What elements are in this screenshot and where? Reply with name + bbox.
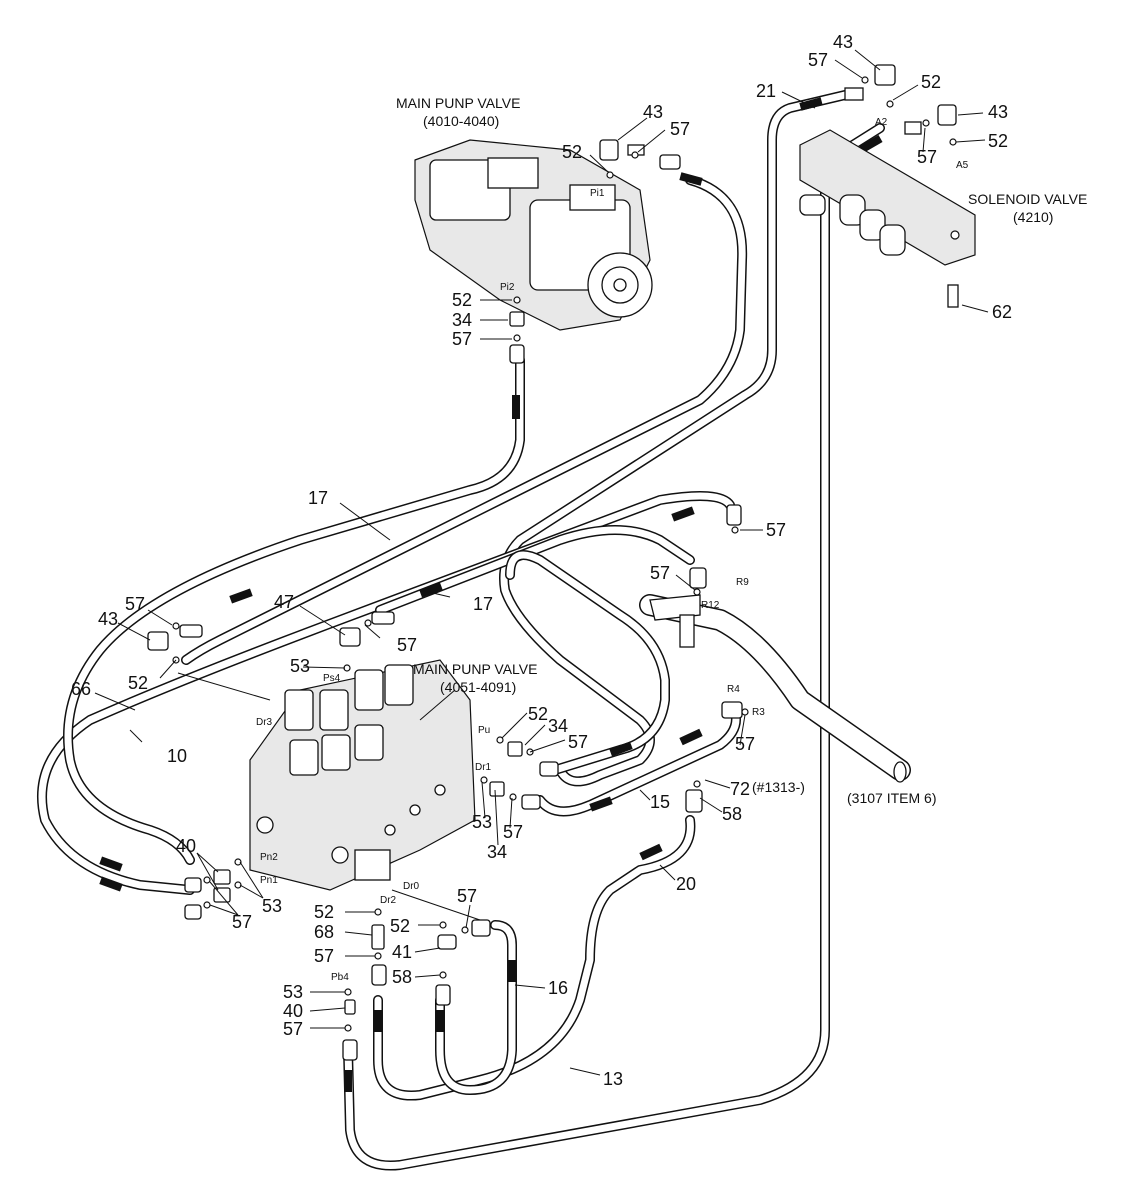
port-pi2: Pi2 [500, 282, 515, 293]
title-pump-mid: MAIN PUNP VALVE [413, 661, 537, 677]
port-pb4: Pb4 [331, 972, 349, 983]
callout-57-e: 57 [766, 520, 786, 540]
title-pump-top: MAIN PUNP VALVE [396, 95, 520, 111]
callout-66: 66 [71, 679, 91, 699]
callout-53-b: 53 [472, 812, 492, 832]
port-r12: R12 [701, 600, 720, 611]
callout-57-g: 57 [397, 635, 417, 655]
callout-72: 72 [730, 779, 750, 799]
callout-40-b: 40 [283, 1001, 303, 1021]
port-pi1: Pi1 [590, 188, 605, 199]
callout-52-g: 52 [528, 704, 548, 724]
port-labels: Pi1 Pi2 A2 A5 R9 R12 R4 R3 Ps4 Dr3 Pu Dr… [256, 117, 969, 983]
callout-58-b: 58 [392, 967, 412, 987]
callout-57-d: 57 [452, 329, 472, 349]
hose-13 [499, 90, 850, 787]
callout-52-b: 52 [988, 131, 1008, 151]
hose-10 [63, 355, 525, 865]
callout-43-a: 43 [833, 32, 853, 52]
callout-47: 47 [274, 592, 294, 612]
callout-52-h: 52 [314, 902, 334, 922]
hose-66 [37, 491, 735, 895]
return-pipe [639, 594, 911, 783]
callout-52-d: 52 [562, 142, 582, 162]
callout-40-a: 40 [176, 836, 196, 856]
port-a2: A2 [875, 117, 888, 128]
port-dr2: Dr2 [380, 895, 397, 906]
callout-52-i: 52 [390, 916, 410, 936]
callout-57-j: 57 [503, 822, 523, 842]
callout-53-a: 53 [290, 656, 310, 676]
hose-15 [535, 707, 741, 817]
return-manifold [649, 594, 701, 648]
hose-17-lower [375, 525, 695, 615]
callout-57-c: 57 [670, 119, 690, 139]
main-pump-top [414, 139, 653, 331]
callout-10: 10 [167, 746, 187, 766]
port-dr3: Dr3 [256, 717, 273, 728]
callout-13: 13 [603, 1069, 623, 1089]
callout-17-b: 17 [473, 594, 493, 614]
callout-16: 16 [548, 978, 568, 998]
leader-lines [94, 49, 989, 1076]
callout-57-n: 57 [283, 1019, 303, 1039]
port-pn2: Pn2 [260, 852, 278, 863]
callout-34-b: 34 [548, 716, 568, 736]
title-pump-top-range: (4010-4040) [423, 113, 499, 129]
hose-16 [435, 920, 517, 1095]
solenoid-valve [799, 129, 976, 266]
hose-sleeves [99, 97, 883, 1092]
callout-52-a: 52 [921, 72, 941, 92]
o-rings [172, 76, 957, 1032]
callout-62: 62 [992, 302, 1012, 322]
callout-43-c: 43 [643, 102, 663, 122]
port-dr0: Dr0 [403, 881, 420, 892]
hose-pu [505, 550, 670, 775]
callout-21: 21 [756, 81, 776, 101]
port-r4: R4 [727, 684, 740, 695]
callout-57-m: 57 [314, 946, 334, 966]
callout-41: 41 [392, 942, 412, 962]
callout-68: 68 [314, 922, 334, 942]
titles: MAIN PUNP VALVE (4010-4040) MAIN PUNP VA… [396, 95, 1087, 806]
callout-57-a: 57 [808, 50, 828, 70]
title-solenoid-code: (4210) [1013, 209, 1053, 225]
hose-17-upper [181, 175, 748, 665]
title-ref-item: (3107 ITEM 6) [847, 790, 936, 806]
port-a5: A5 [956, 160, 969, 171]
callout-57-b: 57 [917, 147, 937, 167]
callout-57-k: 57 [232, 912, 252, 932]
main-control-valve [249, 659, 476, 891]
callout-57-i: 57 [568, 732, 588, 752]
callout-numbers: 43 57 52 21 43 52 57 62 43 57 52 52 34 5… [71, 32, 1012, 1089]
callout-53-c: 53 [262, 896, 282, 916]
callout-43-b: 43 [988, 102, 1008, 122]
callout-52-f: 52 [128, 673, 148, 693]
callout-57-f: 57 [125, 594, 145, 614]
title-solenoid: SOLENOID VALVE [968, 191, 1087, 207]
callout-58-a: 58 [722, 804, 742, 824]
callout-34-c: 34 [487, 842, 507, 862]
port-pn1: Pn1 [260, 875, 278, 886]
callout-57-h: 57 [650, 563, 670, 583]
hose-20 [373, 815, 696, 1101]
callout-52-e: 52 [452, 290, 472, 310]
fittings [147, 64, 959, 1061]
port-r3: R3 [752, 707, 765, 718]
port-ps4: Ps4 [323, 673, 341, 684]
port-pu: Pu [478, 725, 490, 736]
callout-34-a: 34 [452, 310, 472, 330]
callout-43-d: 43 [98, 609, 118, 629]
callout-57-j-r: 57 [735, 734, 755, 754]
port-r9: R9 [736, 577, 749, 588]
callout-15: 15 [650, 792, 670, 812]
title-pump-mid-range: (4051-4091) [440, 679, 516, 695]
callout-20: 20 [676, 874, 696, 894]
port-dr1: Dr1 [475, 762, 492, 773]
callout-53-d: 53 [283, 982, 303, 1002]
title-ref-72: (#1313-) [752, 779, 805, 795]
callout-17-a: 17 [308, 488, 328, 508]
callout-57-l: 57 [457, 886, 477, 906]
